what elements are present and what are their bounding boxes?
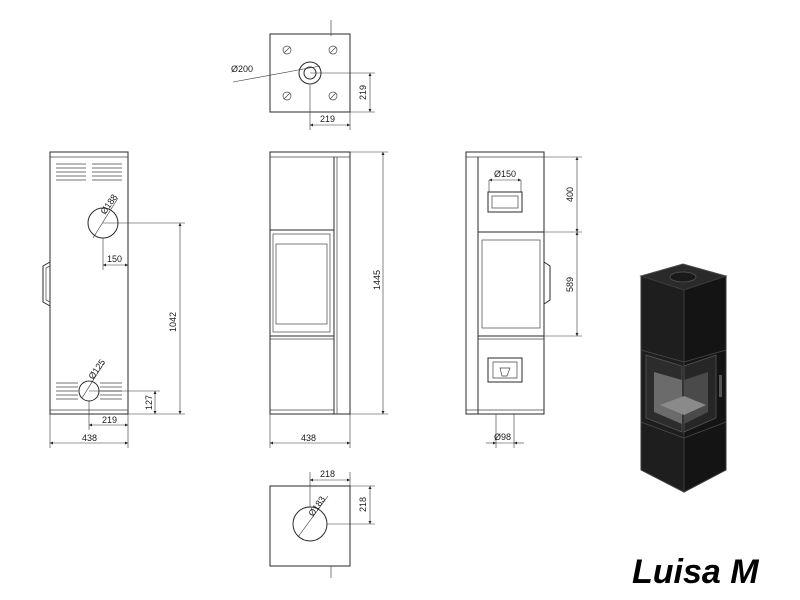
dim-width-front: 438 [301,433,316,443]
dim-flue-top: Ø200 [231,64,253,74]
side-view-left: Ø188 150 1042 Ø125 127 219 438 [42,151,185,448]
stove-3d-render [639,263,728,493]
dim-air-inlet-height: 127 [144,395,154,410]
front-view: 1445 438 [269,151,388,448]
side-view-right: Ø150 400 589 Ø98 [465,151,582,448]
dim-top-width: 219 [320,114,335,124]
dim-side-outlet-offset: 150 [107,254,122,264]
vent-grille-top [56,163,122,181]
base-view: 218 218 Ø183 [269,469,375,578]
dim-air-inlet: Ø125 [86,357,107,381]
dim-width-left: 438 [82,433,97,443]
dim-top-offset: 219 [358,85,368,100]
dim-base-depth: 218 [358,497,368,512]
dim-back-outlet-height: 400 [565,187,575,202]
product-title: Luisa M [632,553,759,591]
dim-air-inlet-offset: 219 [102,415,117,425]
dim-side-outlet-height: 1042 [168,312,178,332]
dim-base-width: 218 [320,469,335,479]
top-view: Ø200 219 219 [231,20,375,130]
dim-bottom-inlet: Ø98 [494,432,511,442]
dim-back-outlet: Ø150 [494,169,516,179]
dim-door-height: 589 [565,277,575,292]
dim-total-height: 1445 [372,270,382,290]
dim-side-outlet: Ø188 [98,192,119,216]
